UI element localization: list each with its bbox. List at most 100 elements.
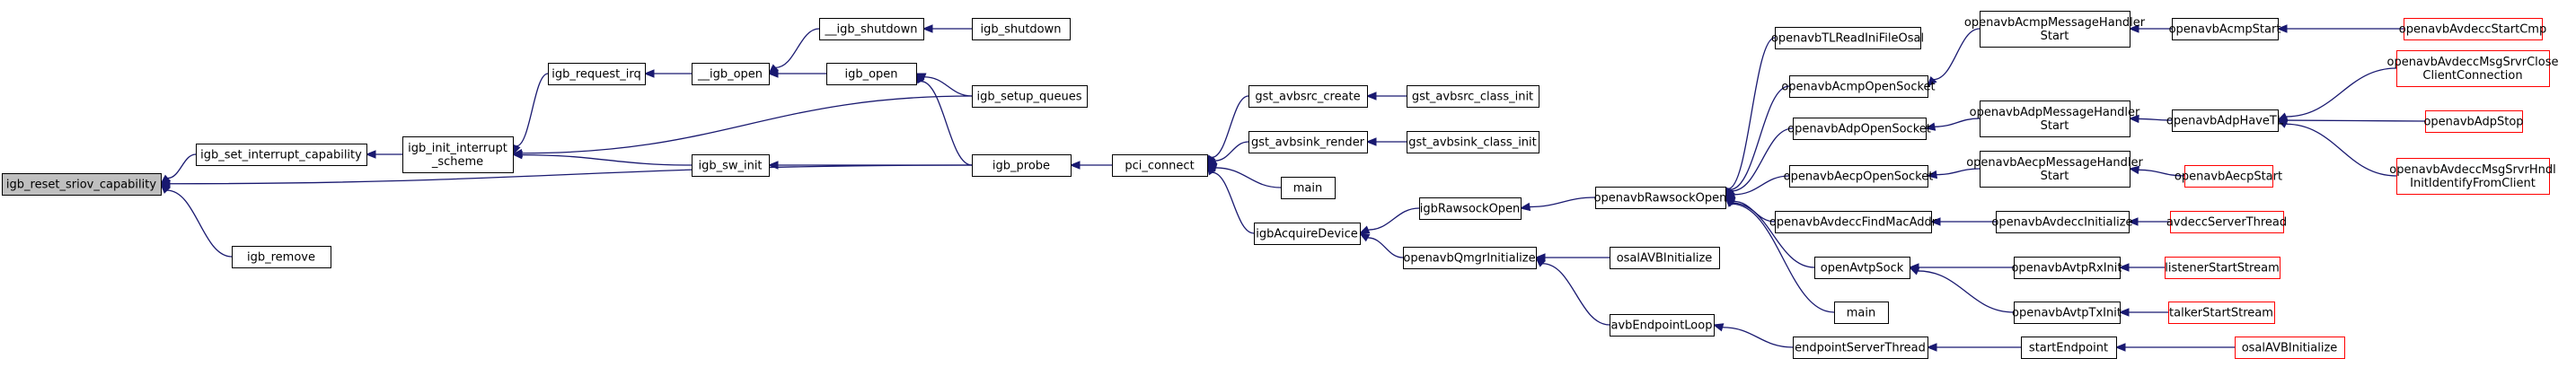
node-label: openavbAecpOpenSocket [1784, 171, 1934, 184]
edge-openavbAecpMessageHandlerStart-to-openavbAecpOpenSocket [1926, 168, 1981, 179]
node-label: igbAcquireDevice [1256, 228, 1358, 241]
node-gst_avbsink_class_init[interactable]: gst_avbsink_class_init [1407, 131, 1539, 153]
edge-arrowhead [1926, 170, 1938, 179]
node-box [1610, 314, 1715, 337]
node-box [1248, 131, 1368, 153]
edge-openavbAecpStart-to-openavbAecpMessageHandlerStart [2128, 165, 2185, 177]
node-openavbAcmpStart[interactable]: openavbAcmpStart [2169, 18, 2281, 40]
node-listenerStartStream[interactable]: listenerStartStream [2165, 257, 2280, 279]
node-avdeccServerThread[interactable]: avdeccServerThread [2166, 211, 2287, 233]
node-gst_avbsink_render[interactable]: gst_avbsink_render [1248, 131, 1368, 153]
edge-arrowhead [2118, 308, 2130, 317]
edge-line [1212, 171, 1255, 234]
node-label: igb_setup_queues [977, 91, 1082, 104]
node-osalAVBInitialize1[interactable]: osalAVBInitialize [1610, 247, 1720, 269]
node-avbEndpointLoop[interactable]: avbEndpointLoop [1610, 314, 1715, 337]
node-igb_probe[interactable]: igb_probe [972, 154, 1072, 177]
node-openavbAvtpRxInit[interactable]: openavbAvtpRxInit [2011, 257, 2122, 279]
node-box [2396, 50, 2550, 87]
edge-arrowhead [2276, 24, 2288, 33]
edge-line [167, 153, 197, 179]
node-box [1980, 11, 2130, 48]
node-osalAVBInitialize2[interactable]: osalAVBInitialize [2235, 337, 2345, 359]
node-gst_avbsrc_create[interactable]: gst_avbsrc_create [1248, 85, 1368, 108]
node-igb_set_interrupt_capability[interactable]: igb_set_interrupt_capability [196, 144, 367, 166]
edge-line [166, 189, 233, 258]
node-igbAcquireDevice[interactable]: igbAcquireDevice [1254, 223, 1361, 245]
node-igb_open[interactable]: igb_open [826, 63, 917, 85]
node-openavbAvdeccMsgSrvrHndlInitIdentifyFromClient[interactable]: openavbAvdeccMsgSrvrHndlInitIdentifyFrom… [2389, 158, 2556, 195]
edge-igb_request_irq-to-igb_init_interrupt_scheme [512, 73, 549, 156]
edge-openavbAvdeccStartCmp-to-openavbAcmpStart [2276, 24, 2404, 33]
node-openavbTLReadIniFileOsal[interactable]: openavbTLReadIniFileOsal [1771, 27, 1924, 49]
node-openavbAdpHaveTL[interactable]: openavbAdpHaveTL [2166, 109, 2284, 132]
edge-arrowhead [1712, 323, 1725, 332]
edge-arrowhead [2127, 217, 2139, 226]
edge-line [1529, 197, 1596, 208]
node-label: gst_avbsink_render [1251, 136, 1365, 150]
node-talkerStartStream[interactable]: talkerStartStream [2168, 302, 2275, 324]
edge-arrowhead [1929, 217, 1941, 226]
node-openavbAvdeccFindMacAddr[interactable]: openavbAvdeccFindMacAddr [1769, 211, 1937, 233]
edge-arrowhead [767, 69, 779, 78]
node-igb_shutdown[interactable]: igb_shutdown [972, 18, 1071, 40]
node-box [1403, 247, 1537, 269]
edge-arrowhead [2118, 263, 2130, 272]
node-box [2184, 165, 2273, 188]
node-openavbAvdeccInitialize[interactable]: openavbAvdeccInitialize [1991, 211, 2133, 233]
node-openavbAvtpTxInit[interactable]: openavbAvtpTxInit [2012, 302, 2122, 324]
edge-openavbAdpStop-to-openavbAdpHaveTL [2276, 116, 2426, 125]
node-openavbAecpOpenSocket[interactable]: openavbAecpOpenSocket [1784, 165, 1934, 188]
node-gst_avbsrc_class_init[interactable]: gst_avbsrc_class_init [1407, 85, 1539, 108]
edge-arrowhead [1365, 92, 1377, 101]
node-igb_sw_init[interactable]: igb_sw_init [692, 154, 770, 177]
node-openavbAdpOpenSocket[interactable]: openavbAdpOpenSocket [1787, 118, 1931, 140]
node-box [2425, 110, 2523, 133]
node-openavbAecpStart[interactable]: openavbAecpStart [2175, 165, 2282, 188]
node-box [1775, 27, 1921, 49]
node-main1[interactable]: main [1281, 177, 1336, 199]
node-igb_request_irq[interactable]: igb_request_irq [548, 63, 646, 85]
node-__igb_open[interactable]: __igb_open [692, 63, 770, 85]
node-box [826, 63, 917, 85]
node-main2[interactable]: main [1834, 302, 1889, 324]
node-openavbQmgrInitialize[interactable]: openavbQmgrInitialize [1403, 247, 1537, 269]
node-openavbAvdeccStartCmp[interactable]: openavbAvdeccStartCmp [2399, 18, 2546, 40]
node-igb_remove[interactable]: igb_remove [232, 246, 331, 268]
node-igbRawsockOpen[interactable]: igbRawsockOpen [1419, 197, 1522, 220]
edge-arrowhead [1358, 232, 1371, 242]
edge-talkerStartStream-to-openavbAvtpTxInit [2118, 308, 2168, 317]
node-openavbAcmpOpenSocket[interactable]: openavbAcmpOpenSocket [1781, 75, 1936, 98]
node-box [692, 63, 770, 85]
node-startEndpoint[interactable]: startEndpoint [2021, 337, 2117, 359]
node-label: openavbAvdeccMsgSrvrHndl [2389, 163, 2555, 177]
node-label: osalAVBInitialize [2242, 342, 2338, 355]
edge-openavbAdpHaveTL-to-openavbAdpMessageHandlerStart [2128, 114, 2173, 124]
edge-openavbAvdeccMsgSrvrCloseClientConnection-to-openavbAdpHaveTL [2276, 67, 2397, 121]
node-label: main [1847, 307, 1875, 320]
node-igb_setup_queues[interactable]: igb_setup_queues [972, 85, 1088, 108]
node-openavbRawsockOpen[interactable]: openavbRawsockOpen [1594, 187, 1727, 209]
node-label: openavbRawsockOpen [1594, 192, 1727, 205]
node-label: listenerStartStream [2165, 262, 2279, 275]
node-__igb_shutdown[interactable]: __igb_shutdown [819, 18, 924, 40]
node-root[interactable]: igb_reset_sriov_capability [2, 173, 162, 196]
node-pci_connect[interactable]: pci_connect [1112, 154, 1208, 177]
edge-line [1215, 167, 1282, 188]
node-box [1775, 211, 1932, 233]
node-igb_init_interrupt_scheme[interactable]: igb_init_interrupt_scheme [402, 136, 514, 173]
node-box [2404, 18, 2543, 40]
node-box [2172, 109, 2279, 132]
node-openavbAvdeccMsgSrvrCloseClientConnection[interactable]: openavbAvdeccMsgSrvrCloseClientConnectio… [2386, 50, 2559, 87]
edge-igbAcquireDevice-to-pci_connect [1206, 163, 1255, 234]
edge-line [2286, 119, 2426, 122]
node-openavbAdpStop[interactable]: openavbAdpStop [2423, 110, 2524, 133]
node-openAvtpSock[interactable]: openAvtpSock [1814, 257, 1910, 279]
edge-igb_probe-to-igb_sw_init [767, 161, 972, 170]
node-endpointServerThread[interactable]: endpointServerThread [1793, 337, 1928, 359]
edges-layer [159, 24, 2426, 352]
node-label: InitIdentifyFromClient [2410, 177, 2536, 190]
